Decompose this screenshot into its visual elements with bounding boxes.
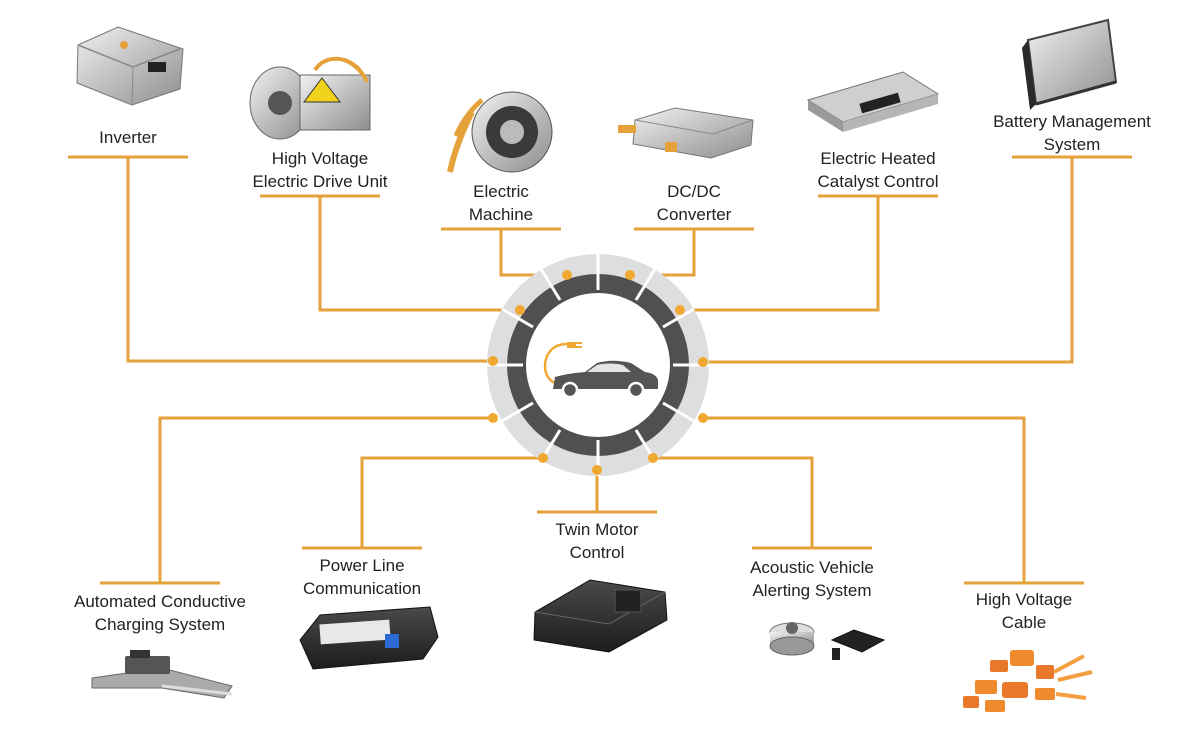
- label-line2: Control: [569, 543, 625, 562]
- label-tmc: Twin Motor Control: [517, 518, 677, 564]
- twin-motor-control-image: [533, 579, 668, 653]
- label-line1: Twin Motor: [555, 520, 639, 539]
- electric-machine-image: [447, 91, 553, 173]
- label-line2: Communication: [302, 579, 422, 598]
- label-electric-machine: Electric Machine: [441, 180, 561, 226]
- label-plc: Power Line Communication: [272, 554, 452, 600]
- inverter-image: [76, 26, 184, 106]
- connector-tmc: [537, 470, 657, 514]
- label-line2: System: [1043, 135, 1101, 154]
- electric-car-plug-icon: [543, 342, 658, 399]
- heated-catalyst-control-image: [806, 71, 940, 132]
- label-line1: High Voltage: [271, 149, 369, 168]
- dot-tmc: [592, 465, 602, 475]
- label-line2: Machine: [468, 205, 534, 224]
- dot-hv-edu: [515, 305, 525, 315]
- dot-inverter: [488, 356, 498, 366]
- dot-hv-cable: [698, 413, 708, 423]
- label-line1: Electric: [473, 182, 529, 201]
- label-line2: Charging System: [94, 615, 226, 634]
- hub-ring: [487, 254, 709, 476]
- connector-bms: [703, 155, 1132, 364]
- connector-accs: [100, 416, 493, 585]
- connector-lines: [68, 155, 1132, 585]
- hv-edu-image: [249, 56, 371, 140]
- label-line1: Automated Conductive: [74, 592, 246, 611]
- label-line1: High Voltage: [975, 590, 1073, 609]
- dot-bms: [698, 357, 708, 367]
- battery-management-image: [1022, 18, 1118, 110]
- label-line1: Acoustic Vehicle: [750, 558, 874, 577]
- connector-ehcc: [680, 194, 938, 312]
- connector-hv-edu: [260, 194, 520, 312]
- label-line1: Inverter: [99, 128, 157, 147]
- label-bms: Battery Management System: [962, 110, 1182, 156]
- label-line2: Converter: [656, 205, 732, 224]
- label-line1: Battery Management: [993, 112, 1151, 131]
- label-line2: Electric Drive Unit: [252, 172, 388, 191]
- label-hv-edu: High Voltage Electric Drive Unit: [230, 147, 410, 193]
- label-inverter: Inverter: [68, 126, 188, 149]
- label-line2: Catalyst Control: [817, 172, 939, 191]
- label-line1: DC/DC: [667, 182, 721, 201]
- connector-plc: [302, 456, 543, 550]
- dot-dcdc: [625, 270, 635, 280]
- power-line-communication-image: [299, 606, 439, 670]
- label-avas: Acoustic Vehicle Alerting System: [722, 556, 902, 602]
- connector-hv-cable: [703, 416, 1084, 585]
- label-dcdc: DC/DC Converter: [634, 180, 754, 226]
- charging-system-image: [91, 650, 233, 699]
- label-hv-cable: High Voltage Cable: [944, 588, 1104, 634]
- dot-plc: [538, 453, 548, 463]
- high-voltage-cable-image: [963, 650, 1093, 712]
- label-line2: Alerting System: [752, 581, 872, 600]
- dot-accs: [488, 413, 498, 423]
- label-line1: Electric Heated: [820, 149, 936, 168]
- label-ehcc: Electric Heated Catalyst Control: [788, 147, 968, 193]
- connection-dots: [488, 270, 708, 475]
- connector-inverter: [68, 155, 493, 363]
- label-line1: Power Line: [319, 556, 405, 575]
- label-line2: Cable: [1001, 613, 1047, 632]
- dot-electric-machine: [562, 270, 572, 280]
- label-accs: Automated Conductive Charging System: [55, 590, 265, 636]
- dot-ehcc: [675, 305, 685, 315]
- connector-avas: [653, 456, 872, 550]
- acoustic-vehicle-alerting-image: [769, 622, 886, 660]
- dot-avas: [648, 453, 658, 463]
- dcdc-converter-image: [618, 107, 754, 159]
